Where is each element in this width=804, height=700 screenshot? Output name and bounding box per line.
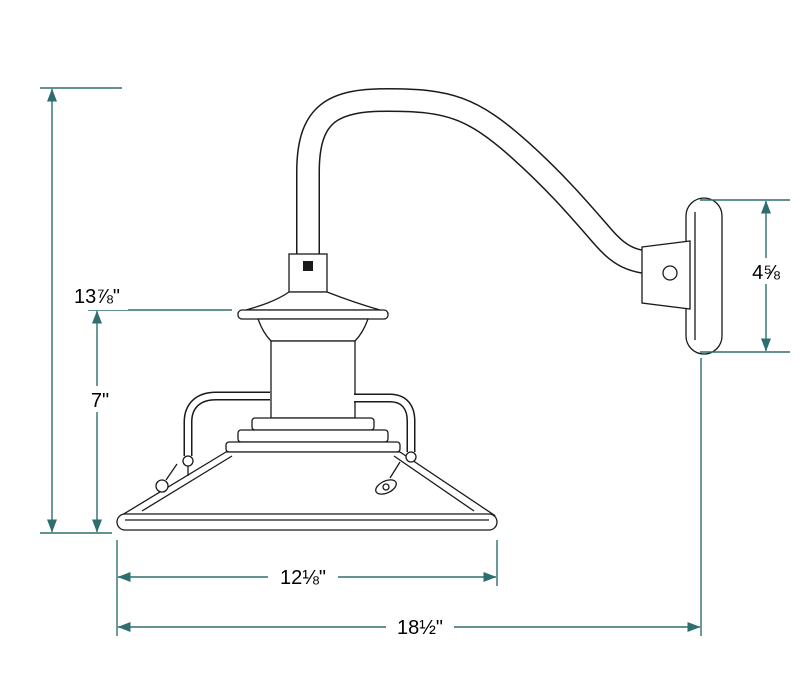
dim-label-projection: 18½" — [397, 617, 443, 639]
mount-screw — [662, 265, 678, 281]
cap-bell — [245, 291, 381, 311]
fixture-drawing — [116, 87, 723, 531]
right-clip-fill — [354, 395, 414, 452]
left-hook-stem — [165, 463, 178, 481]
dim-label-overall-height: 13⅞" — [74, 286, 120, 308]
label-bg-shade-diameter — [268, 563, 338, 589]
wall-backplate — [685, 197, 723, 355]
dim-label-shade-diameter: 12⅛" — [280, 567, 326, 589]
neck-taper — [257, 318, 369, 342]
dimension-labels: 13⅞" 7" 4⅝ 12⅛" 18½" — [66, 258, 794, 639]
ring-upper — [251, 417, 375, 431]
label-bg-backplate-height — [738, 258, 794, 284]
cap-brim — [237, 309, 389, 320]
label-bg-overall-height — [66, 284, 128, 310]
dim-label-backplate-height: 4⅝ — [752, 262, 780, 284]
ring-lower — [225, 441, 401, 453]
shade-cone — [119, 451, 497, 516]
right-clamp-stem — [389, 461, 401, 479]
arm-coupler — [288, 253, 328, 293]
shade-inner-line-right — [393, 455, 475, 512]
label-bg-fixture-height — [80, 386, 120, 412]
socket-body — [270, 340, 356, 419]
right-clamp-center — [382, 483, 390, 491]
dim-label-fixture-height: 7" — [91, 390, 109, 412]
right-clip-end-cap — [405, 451, 417, 463]
shade-rim — [116, 513, 498, 531]
gooseneck-arm-fill — [297, 89, 675, 292]
left-clip-fill — [185, 393, 270, 456]
left-clip-end-cap — [182, 455, 194, 467]
shade-inner-line-left — [141, 455, 233, 512]
label-bg-projection — [386, 613, 454, 639]
left-hook-ball — [155, 479, 169, 493]
dimension-lines — [40, 87, 790, 636]
coupler-set-screw — [303, 261, 313, 271]
ring-middle — [237, 429, 389, 443]
